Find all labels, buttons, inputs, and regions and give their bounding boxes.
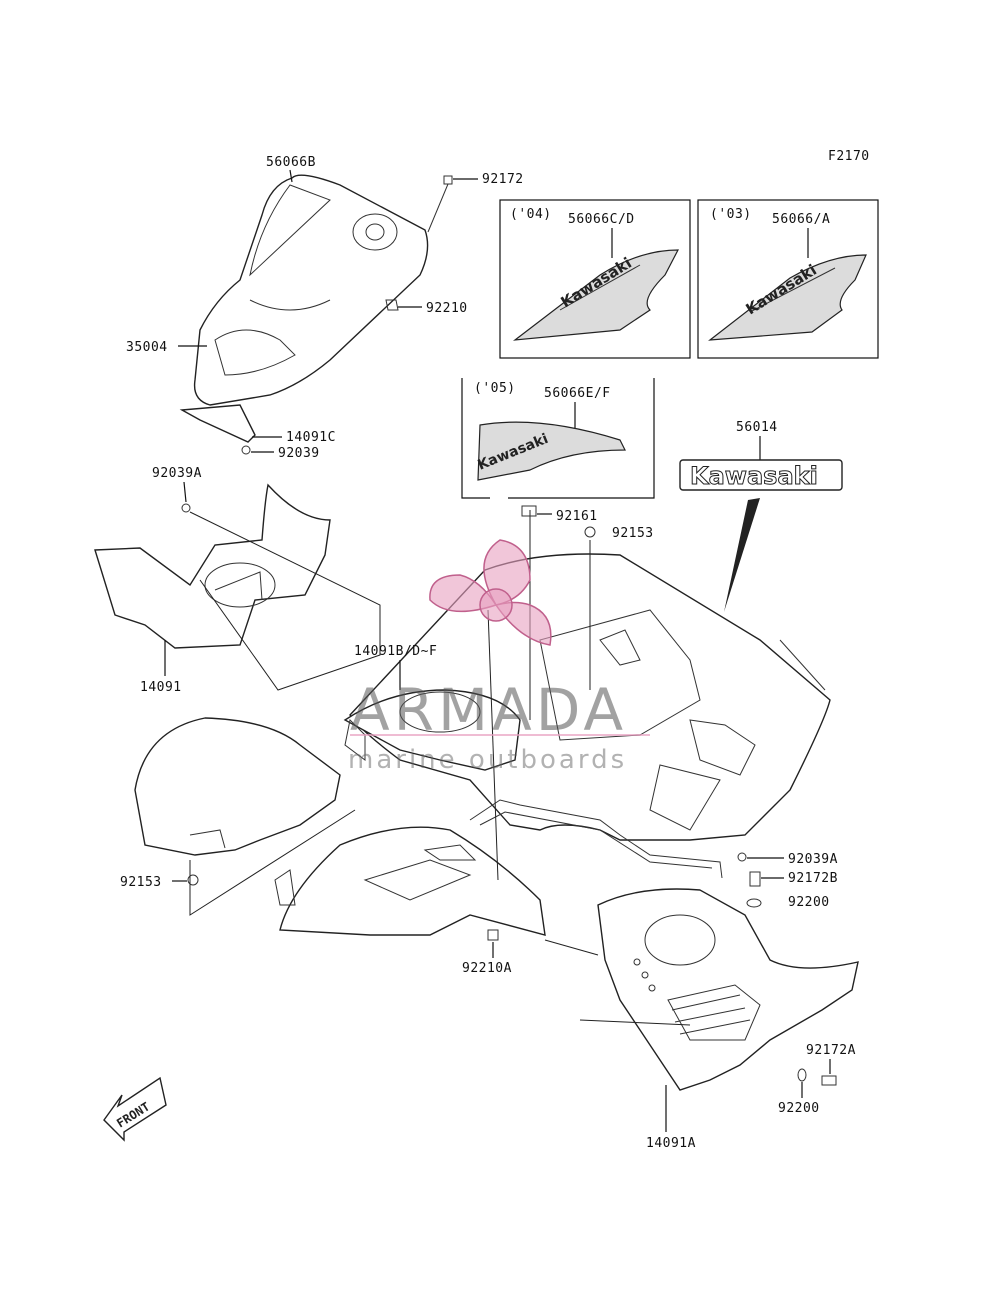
decal-56014-brand: Kawasaki [690, 462, 818, 490]
bracket-14091c [179, 404, 256, 443]
inset-2003-year: ('03) [710, 207, 752, 222]
inset-2004-year: ('04) [510, 207, 552, 222]
bolt-92153-left [187, 874, 199, 886]
decal-56014: 56014 Kawasaki [679, 420, 843, 612]
clip-92210a [487, 929, 499, 941]
front-direction-arrow: FRONT [103, 1076, 167, 1142]
callout-14091a: 14091A [646, 1136, 696, 1151]
watermark-subtitle: marine outboards [348, 745, 627, 775]
screw-92039a-right [737, 852, 747, 862]
callout-14091c: 14091C [286, 430, 336, 445]
screw-92172b [749, 871, 761, 887]
callout-92172: 92172 [482, 172, 524, 187]
front-guard-14091a [579, 888, 859, 1091]
callout-92210a: 92210A [462, 961, 512, 976]
callout-92210: 92210 [426, 301, 468, 316]
inset-2005-part: 56066E/F [544, 386, 611, 401]
clip-92161 [521, 505, 537, 517]
inset-2005-year: ('05) [474, 381, 516, 396]
callout-56014: 56014 [736, 420, 778, 435]
screw-92172 [443, 175, 453, 185]
handrail [469, 799, 723, 879]
propeller-logo-icon [429, 539, 552, 646]
middle-fender [274, 826, 546, 936]
clip-92210 [385, 299, 399, 311]
decal-pointer [724, 498, 760, 612]
bolt-92153-top [584, 526, 596, 538]
left-fender [134, 717, 341, 856]
callout-56066b: 56066B [266, 155, 316, 170]
guard-14091 [94, 483, 381, 691]
callout-92039a-right: 92039A [788, 852, 838, 867]
inset-2003-part: 56066/A [772, 212, 830, 227]
inset-2005: ('05) 56066E/F Kawasaki [461, 378, 655, 499]
washer-92200-right [746, 898, 762, 908]
callout-35004: 35004 [126, 340, 168, 355]
inset-2004: ('04) 56066C/D Kawasaki [499, 199, 691, 359]
callout-92161: 92161 [556, 509, 598, 524]
callout-92039a-top: 92039A [152, 466, 202, 481]
callout-92200-bottom: 92200 [778, 1101, 820, 1116]
callout-92153-top: 92153 [612, 526, 654, 541]
figure-code: F2170 [828, 149, 870, 164]
rear-fender-body [349, 553, 831, 841]
inset-2004-part: 56066C/D [568, 212, 635, 227]
callout-92039: 92039 [278, 446, 320, 461]
watermark: ARMADA marine outboards [348, 539, 650, 775]
watermark-title: ARMADA [350, 676, 627, 744]
callout-14091bdf: 14091B/D~F [354, 644, 437, 659]
center-section-14091bdf [343, 689, 521, 771]
front-cover-35004 [193, 174, 429, 406]
screw-92172a [821, 1075, 837, 1086]
callout-92172a: 92172A [806, 1043, 856, 1058]
screw-92039a [181, 503, 191, 513]
callout-92153-left: 92153 [120, 875, 162, 890]
bolt-92039 [241, 445, 251, 455]
callout-92172b: 92172B [788, 871, 838, 886]
callout-14091: 14091 [140, 680, 182, 695]
washer-92200-bottom [797, 1068, 807, 1082]
inset-2003: ('03) 56066/A Kawasaki [697, 199, 879, 359]
callout-92200-right: 92200 [788, 895, 830, 910]
